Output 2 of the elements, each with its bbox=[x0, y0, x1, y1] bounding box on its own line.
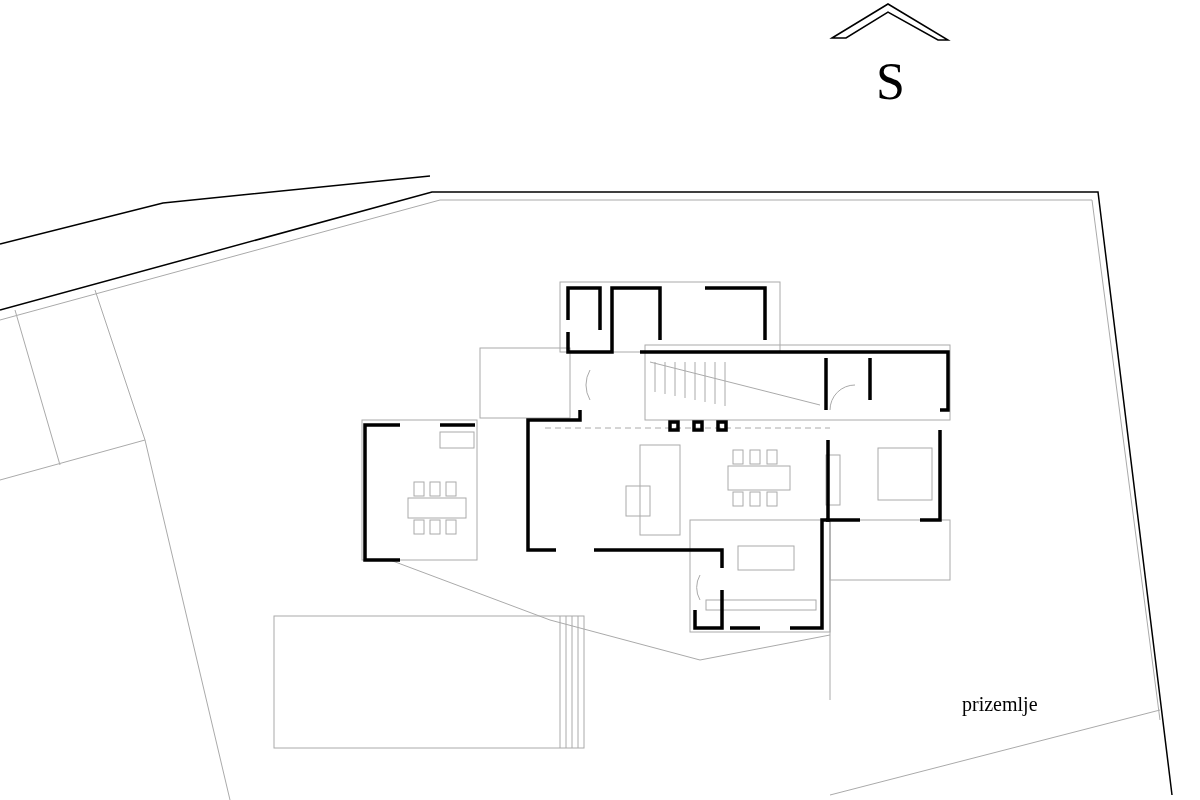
floor-title: prizemlje bbox=[962, 694, 1038, 714]
orientation-letter: S bbox=[876, 56, 905, 108]
